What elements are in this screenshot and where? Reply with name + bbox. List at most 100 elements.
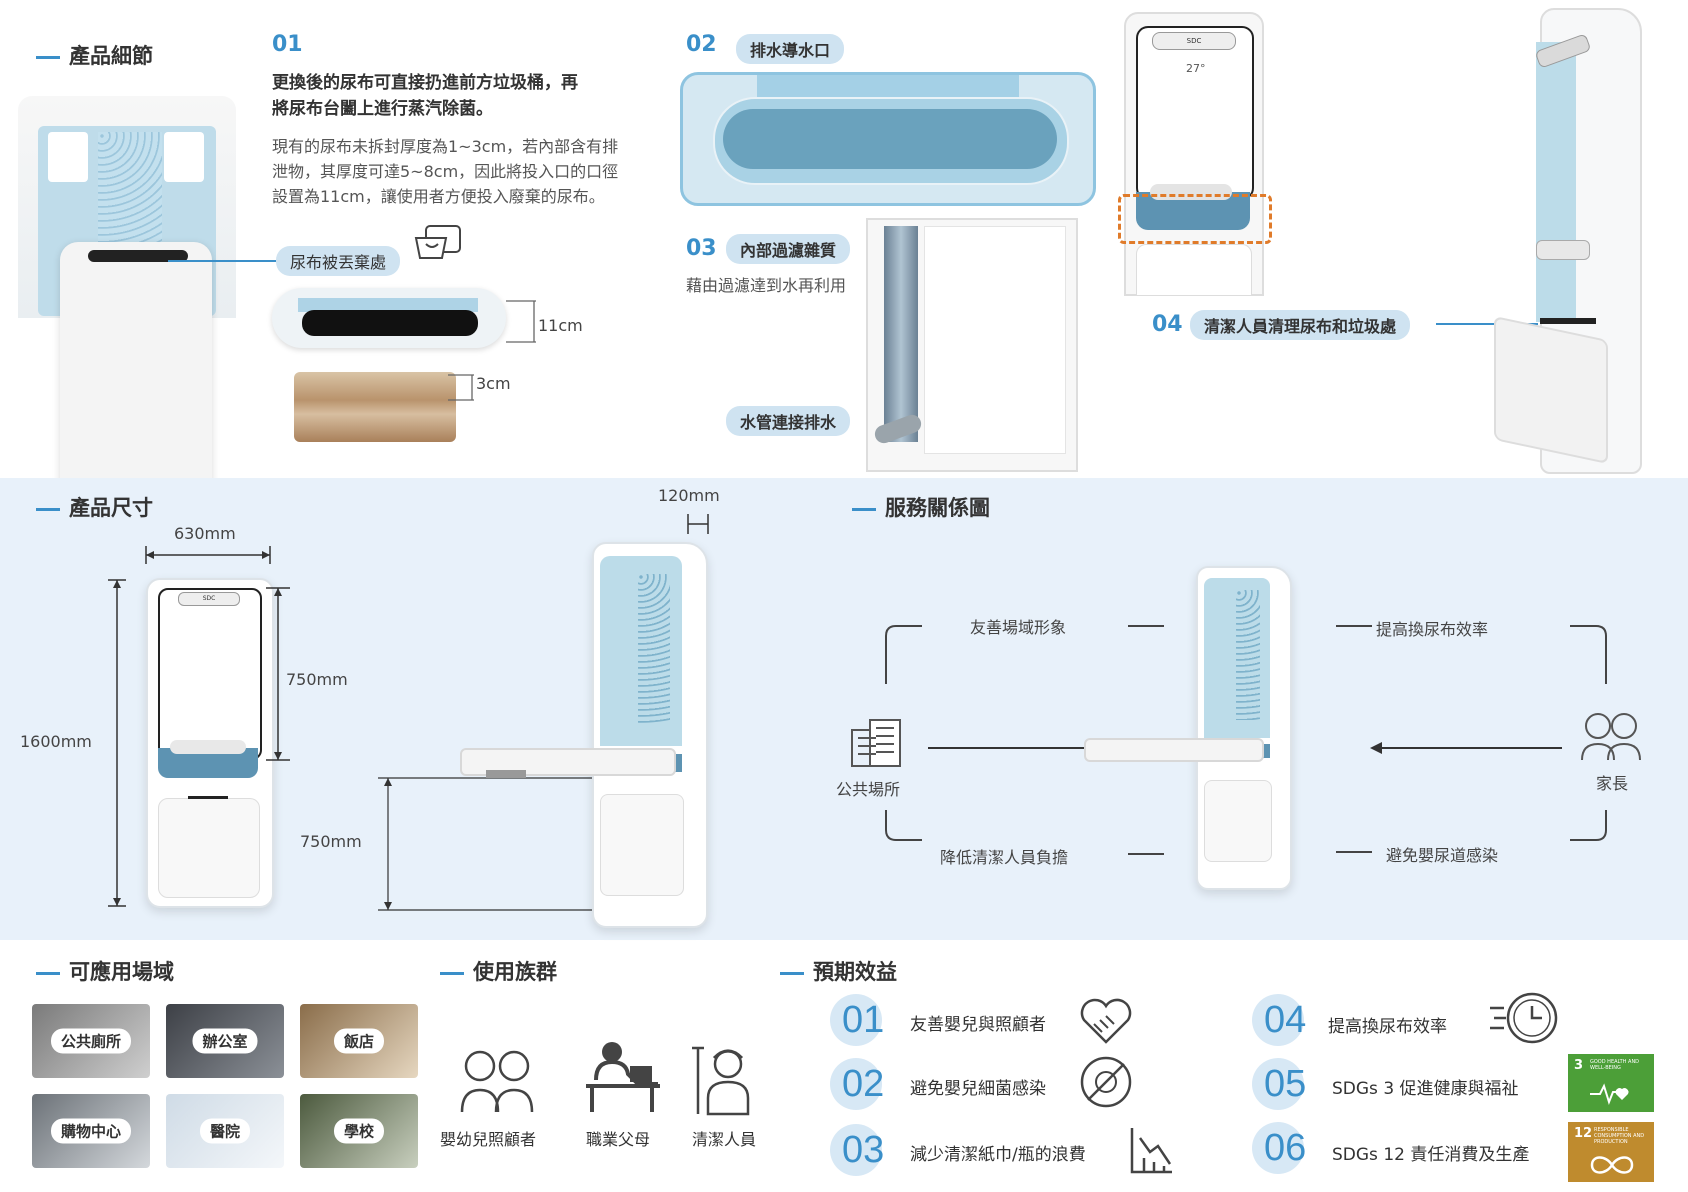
service-public-place: 公共場所 <box>836 780 901 799</box>
table-height-label: 750mm <box>286 670 348 689</box>
heartbeat-icon <box>1590 1083 1629 1105</box>
benefit-number-03: 03 <box>830 1124 884 1176</box>
service-reduce-burden: 降低清潔人員負擔 <box>940 848 1069 867</box>
benefit-text-05: SDGs 3 促進健康與福祉 <box>1332 1079 1519 1099</box>
section-title-benefits: 預期效益 <box>780 956 897 986</box>
caregiver-icon <box>460 1050 534 1113</box>
filter-cutaway-render <box>866 218 1078 472</box>
diaper-bin-closeup-render <box>14 96 240 558</box>
infinity-icon <box>1590 1156 1634 1174</box>
service-friendly-image: 友善場域形象 <box>970 618 1067 637</box>
width-dimension <box>145 546 271 564</box>
sdg3-number: 3 <box>1574 1058 1584 1073</box>
benefit-text-04: 提高換尿布效率 <box>1328 1017 1447 1037</box>
benefit-text-02: 避免嬰兒細菌感染 <box>910 1079 1046 1099</box>
step-number-02: 02 <box>686 32 717 57</box>
service-efficiency: 提高換尿布效率 <box>1376 620 1489 639</box>
venue-label: 學校 <box>333 1118 385 1144</box>
cleaner-icon <box>692 1046 750 1116</box>
benefit-number-05: 05 <box>1252 1058 1306 1110</box>
venue-label: 醫院 <box>199 1118 251 1144</box>
shelf-bracket <box>486 770 526 778</box>
venue-label: 辦公室 <box>192 1028 258 1054</box>
height-dimension <box>108 579 126 907</box>
venue-office: 辦公室 <box>166 1004 284 1078</box>
benefit-number-02: 02 <box>830 1058 884 1110</box>
details-body-2: 泄物，其厚度可達5~8cm，因此將投入口的口徑 <box>272 162 619 181</box>
dimension-3cm-bracket <box>448 374 474 401</box>
sdg12-text: RESPONSIBLE CONSUMPTION AND PRODUCTION <box>1594 1127 1645 1145</box>
service-parents: 家長 <box>1596 774 1629 793</box>
sdg3-badge: 3 GOOD HEALTH AND WELL-BEING <box>1568 1054 1654 1112</box>
sdg12-number: 12 <box>1574 1126 1593 1141</box>
venue-label: 購物中心 <box>50 1118 132 1144</box>
decrease-chart-icon <box>1130 1128 1172 1174</box>
floor-height-dimension <box>378 777 592 911</box>
venue-school: 學校 <box>300 1094 418 1168</box>
section-title-service: 服務關係圖 <box>852 492 990 522</box>
service-unit-shelf <box>1084 738 1264 762</box>
venue-label: 公共廁所 <box>50 1028 132 1054</box>
handshake-heart-icon <box>1080 998 1132 1044</box>
venue-hospital: 醫院 <box>166 1094 284 1168</box>
pipe-label: 水管連接排水 <box>726 406 851 436</box>
venue-public-restroom: 公共廁所 <box>32 1004 150 1078</box>
service-diagram-lines <box>885 625 1607 855</box>
sdg3-text: GOOD HEALTH AND WELL-BEING <box>1590 1059 1640 1071</box>
unit-front-view: SDC 27° <box>1124 12 1264 296</box>
step-number-01: 01 <box>272 32 303 57</box>
benefit-text-03: 減少清潔紙巾/瓶的浪費 <box>910 1145 1086 1165</box>
slot-closeup <box>272 288 506 348</box>
unit-display: 27° <box>1186 62 1206 75</box>
unit-logo: SDC <box>1152 32 1236 50</box>
cleaning-label: 清潔人員清理尿布和垃圾處 <box>1190 310 1411 340</box>
dimension-3cm: 3cm <box>476 374 511 393</box>
service-center-unit <box>1196 566 1292 890</box>
filter-description: 藉由過濾達到水再利用 <box>686 276 847 295</box>
cleaning-leader-line <box>1436 323 1538 325</box>
table-height-dimension <box>266 587 290 761</box>
unit-front-dimensioned: SDC <box>146 578 274 908</box>
floor-height-label: 750mm <box>300 832 362 851</box>
fast-clock-icon <box>1490 992 1558 1044</box>
diaper-stack-photo <box>294 372 456 442</box>
section-title-details: 產品細節 <box>36 40 153 70</box>
depth-dimension <box>687 514 709 534</box>
user-working-parents: 職業父母 <box>586 1130 651 1149</box>
benefit-text-01: 友善嬰兒與照顧者 <box>910 1015 1046 1035</box>
dimension-11cm: 11cm <box>538 316 583 335</box>
details-heading-1: 更換後的尿布可直接扔進前方垃圾桶，再 <box>272 73 578 93</box>
sdg12-badge: 12 RESPONSIBLE CONSUMPTION AND PRODUCTIO… <box>1568 1122 1654 1182</box>
building-icon <box>851 719 901 767</box>
benefit-text-06: SDGs 12 責任消費及生產 <box>1332 1145 1530 1165</box>
dimension-11cm-bracket <box>506 300 536 343</box>
width-dimension-label: 630mm <box>174 524 236 543</box>
venue-shopping-mall: 購物中心 <box>32 1094 150 1168</box>
benefit-number-06: 06 <box>1252 1122 1306 1174</box>
section-title-venues: 可應用場域 <box>36 956 174 986</box>
details-heading-2: 將尿布台闔上進行蒸汽除菌。 <box>272 99 493 119</box>
parents-icon <box>1581 713 1641 761</box>
benefit-number-04: 04 <box>1252 994 1306 1046</box>
section-title-users: 使用族群 <box>440 956 557 986</box>
diaper-icon <box>414 225 461 259</box>
step-number-04: 04 <box>1152 312 1183 337</box>
drain-closeup-render <box>680 72 1096 206</box>
drain-label: 排水導水口 <box>736 34 845 64</box>
venue-hotel: 飯店 <box>300 1004 418 1078</box>
unit-side-view <box>1494 8 1642 474</box>
disposal-leader-line <box>168 260 278 262</box>
drain-highlight-box <box>1118 194 1272 244</box>
height-dimension-label: 1600mm <box>20 732 92 751</box>
venue-label: 飯店 <box>333 1028 385 1054</box>
user-cleaning-staff: 清潔人員 <box>692 1130 757 1149</box>
size-unit-logo: SDC <box>178 592 240 606</box>
working-parent-icon <box>586 1042 660 1112</box>
benefit-number-01: 01 <box>830 994 884 1046</box>
details-body-1: 現有的尿布未拆封厚度為1~3cm，若內部含有排 <box>272 137 619 156</box>
middle-band <box>0 478 1688 940</box>
step-number-03: 03 <box>686 236 717 261</box>
no-bacteria-icon <box>1080 1056 1132 1108</box>
user-caregivers: 嬰幼兒照顧者 <box>440 1130 537 1149</box>
depth-dimension-label: 120mm <box>658 486 720 505</box>
